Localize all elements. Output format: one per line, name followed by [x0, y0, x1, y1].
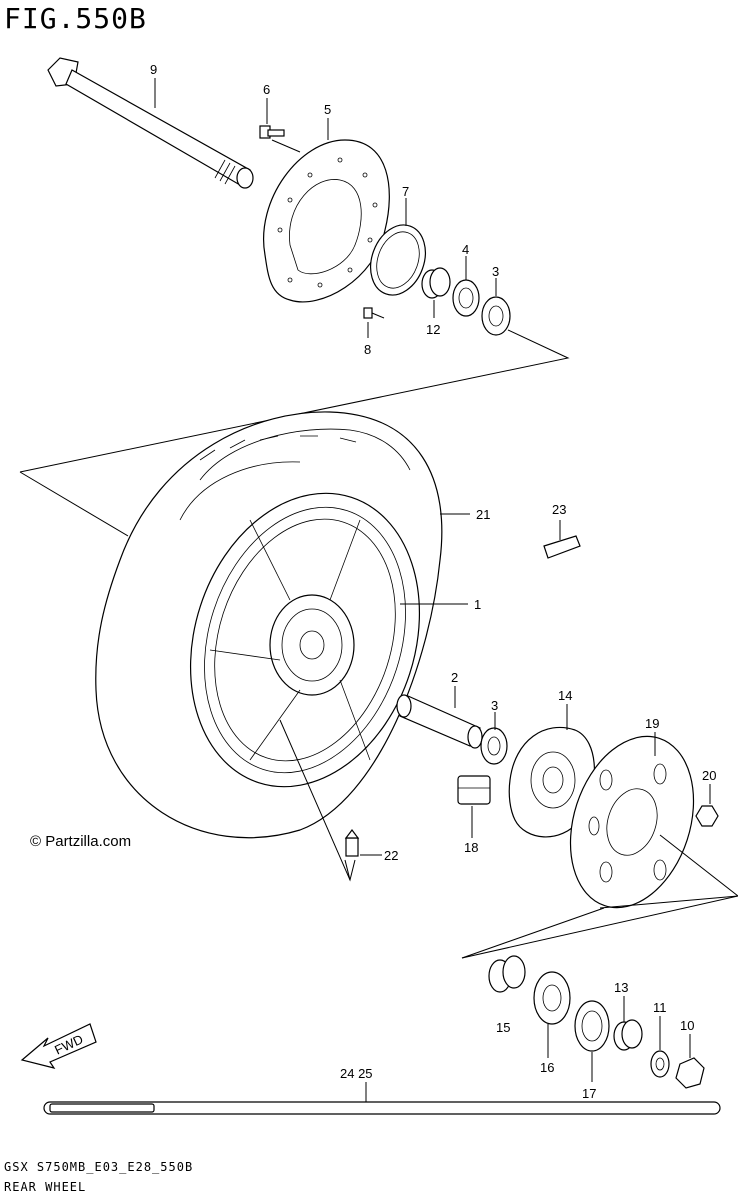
label-9: 9 [150, 62, 157, 77]
label-10: 10 [680, 1018, 694, 1033]
label-17: 17 [582, 1086, 596, 1101]
nut-part-10[interactable] [675, 1057, 705, 1089]
collar-part-12[interactable] [421, 267, 451, 299]
label-15: 15 [496, 1020, 510, 1035]
label-14: 14 [558, 688, 572, 703]
label-18: 18 [464, 840, 478, 855]
decal-strip-part-24-25[interactable] [43, 1101, 721, 1115]
brake-disc-part-5[interactable] [263, 139, 390, 303]
figure-title: FIG.550B [4, 2, 147, 35]
label-4: 4 [462, 242, 469, 257]
part-labels: 9 6 5 7 4 3 12 8 21 23 1 2 3 14 19 20 18… [150, 62, 716, 1101]
washer-part-11[interactable] [650, 1050, 670, 1078]
label-22: 22 [384, 848, 398, 863]
damper-part-18[interactable] [457, 775, 491, 805]
sprocket-part-19[interactable] [550, 720, 715, 923]
figure-name: REAR WHEEL [4, 1180, 87, 1194]
spacer-part-2[interactable] [396, 694, 483, 749]
label-20: 20 [702, 768, 716, 783]
bolt-part-6[interactable] [259, 125, 285, 139]
bolt-part-8[interactable] [363, 307, 385, 319]
label-5: 5 [324, 102, 331, 117]
balance-weight-part-23[interactable] [543, 535, 581, 559]
nut-part-20[interactable] [695, 805, 719, 827]
collar-part-13[interactable] [613, 1019, 643, 1051]
label-3-upper: 3 [492, 264, 499, 279]
collar-part-15[interactable] [488, 955, 526, 993]
label-2: 2 [451, 670, 458, 685]
axle-part-9[interactable] [47, 57, 254, 189]
rim-part-1[interactable] [154, 463, 456, 816]
watermark: © Partzilla.com [30, 833, 132, 850]
label-11: 11 [653, 1000, 667, 1015]
valve-part-22[interactable] [344, 829, 360, 857]
figure-code: GSX S750MB_E03_E28_550B [4, 1160, 194, 1174]
sensor-ring-part-7[interactable] [361, 217, 434, 302]
leader-lines-upper [19, 78, 570, 537]
label-24-25: 24 25 [340, 1066, 373, 1081]
label-6: 6 [263, 82, 270, 97]
label-3-lower: 3 [491, 698, 498, 713]
label-16: 16 [540, 1060, 554, 1075]
seal-part-17[interactable] [574, 1000, 610, 1052]
label-1: 1 [474, 597, 481, 612]
label-8: 8 [364, 342, 371, 357]
leader-lines-lower [279, 513, 738, 1102]
bearing-part-3-upper[interactable] [481, 296, 511, 336]
label-13: 13 [614, 980, 628, 995]
label-12: 12 [426, 322, 440, 337]
seal-part-4[interactable] [452, 279, 480, 317]
fwd-arrow-icon: FWD [20, 1023, 97, 1069]
bearing-part-3-lower[interactable] [480, 727, 508, 765]
label-21: 21 [476, 507, 490, 522]
label-7: 7 [402, 184, 409, 199]
bearing-part-16[interactable] [533, 971, 571, 1025]
label-19: 19 [645, 716, 659, 731]
label-23: 23 [552, 502, 566, 517]
